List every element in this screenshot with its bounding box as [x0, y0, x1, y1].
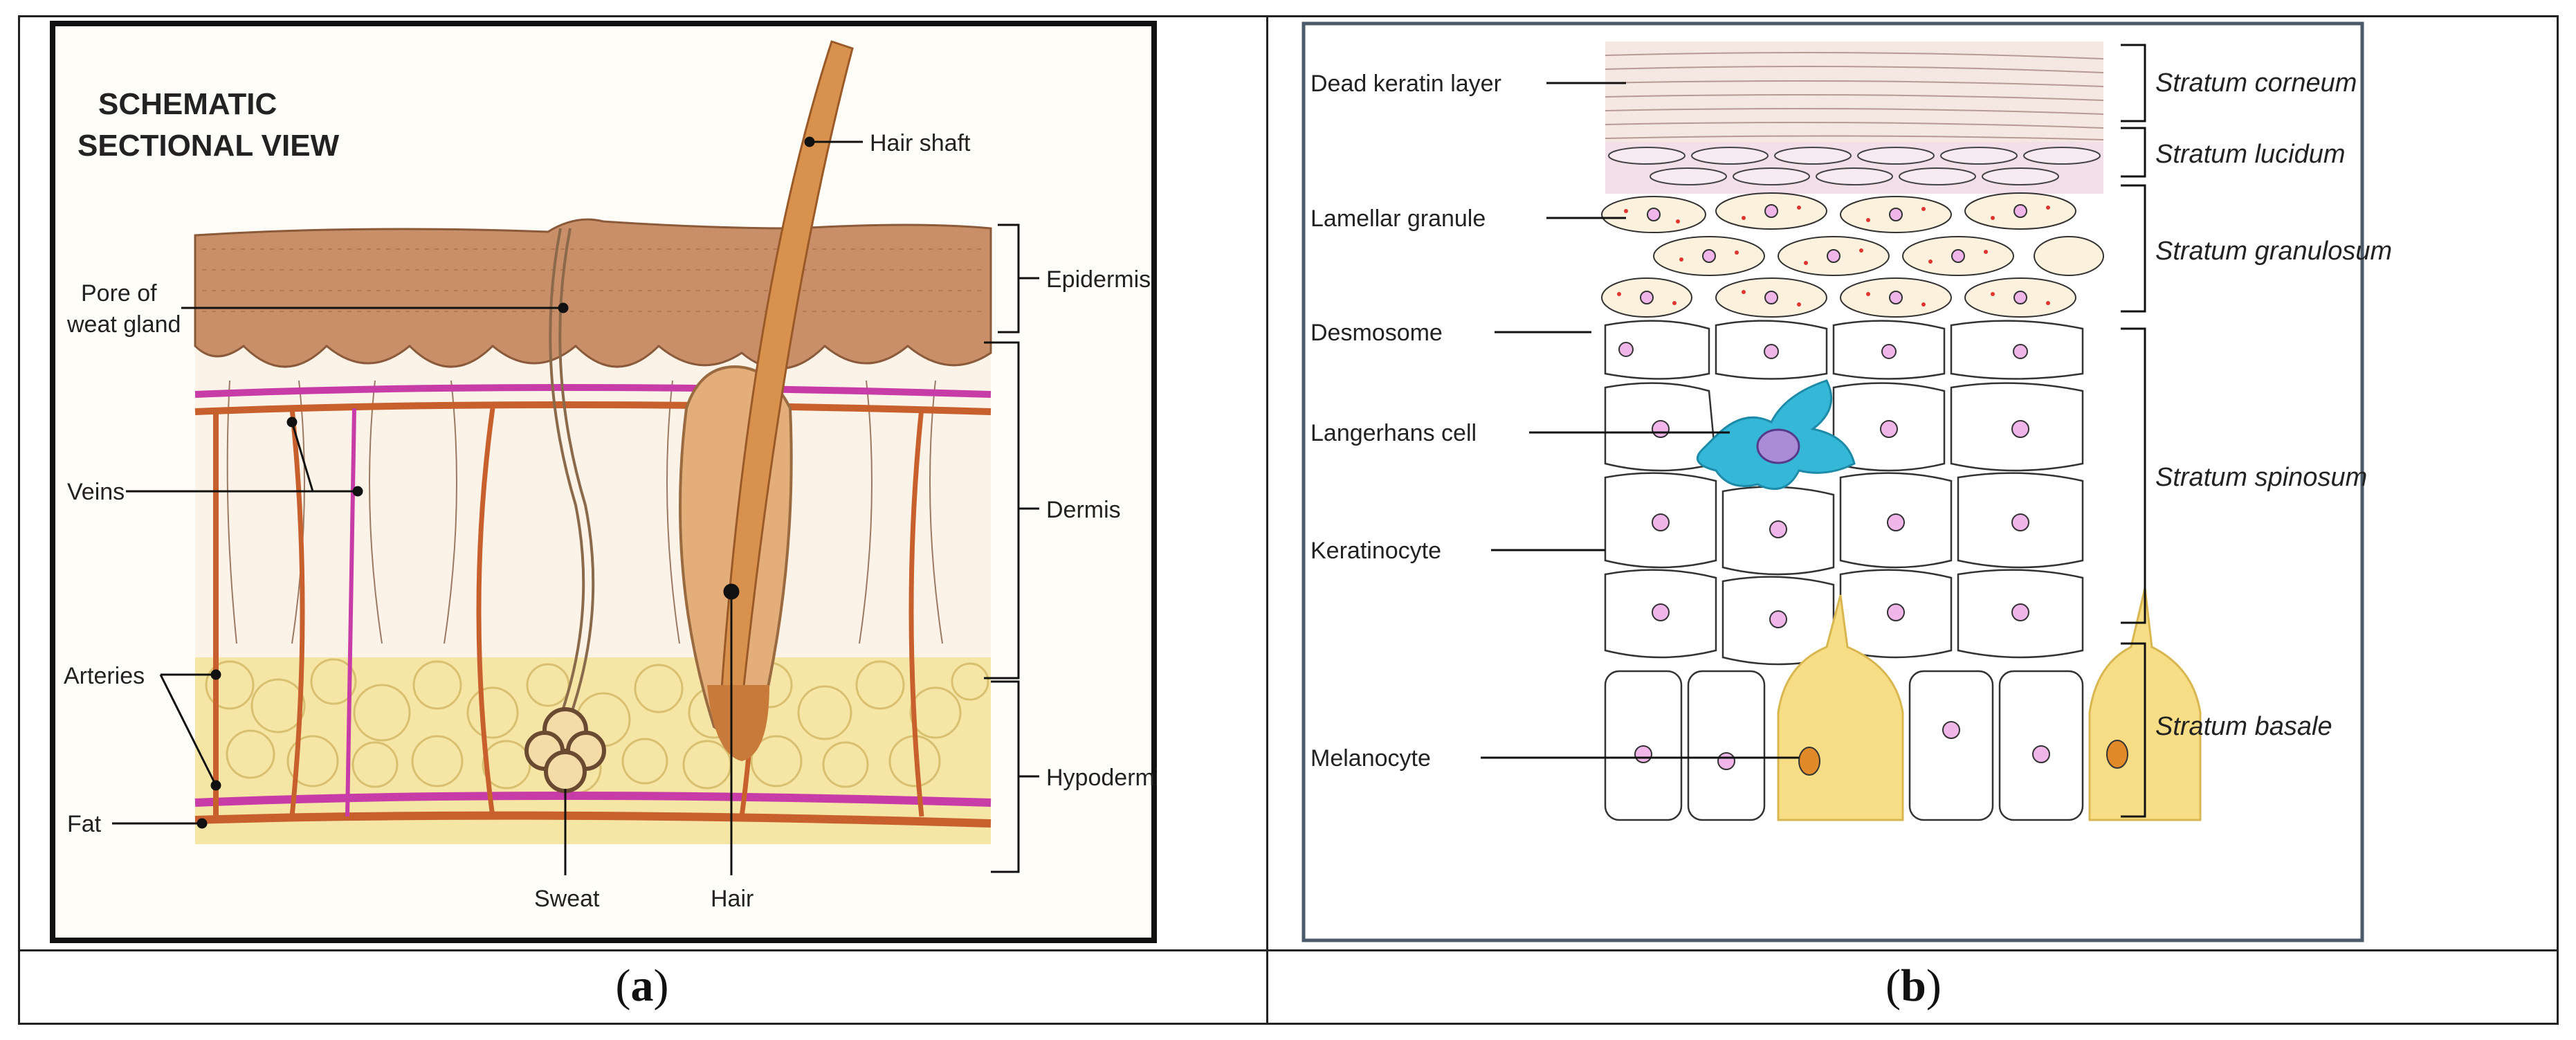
caption-a: (a) [615, 960, 669, 1011]
label-pore-line2: weat gland [66, 311, 181, 338]
label-stratum-basale: Stratum basale [2155, 712, 2332, 741]
spinosum-nuclei [1618, 342, 2029, 628]
sweat-gland-coil [524, 707, 606, 793]
caption-a-letter: a [630, 960, 654, 1011]
melanocyte-nuclei [1798, 740, 2128, 776]
label-dermis: Dermis [1046, 497, 1121, 523]
vertical-vessel-4 [476, 408, 495, 817]
label-desmosome: Desmosome [1310, 320, 1443, 346]
panel-b-brackets [2121, 44, 2146, 818]
keratin-flakes [1605, 52, 2104, 140]
basale-cells [1604, 670, 2084, 821]
panel-a-leaders [112, 136, 863, 875]
langerhans-nucleus [1756, 428, 1800, 464]
caption-b-letter: b [1901, 960, 1926, 1011]
label-fat: Fat [67, 811, 102, 837]
panel-a-title-line1: SCHEMATIC [98, 87, 277, 121]
dermis-region [195, 332, 991, 713]
pink-vessel-lower [194, 792, 992, 807]
column-divider [1266, 15, 1268, 1025]
epidermis-texture [202, 248, 984, 312]
dermal-fibers [226, 380, 943, 644]
vertical-vessel-3 [345, 408, 356, 817]
label-epidermis: Epidermis [1046, 266, 1151, 293]
label-stratum-lucidum: Stratum lucidum [2155, 140, 2346, 169]
panel-a-title-line2: SECTIONAL VIEW [77, 129, 340, 163]
label-melanocyte: Melanocyte [1310, 745, 1431, 772]
label-hair: Hair [711, 886, 753, 912]
label-arteries: Arteries [64, 663, 145, 689]
lamellar-granules [1617, 206, 2050, 307]
orange-vessel-lower [194, 811, 992, 828]
caption-divider [18, 949, 2559, 951]
label-stratum-spinosum: Stratum spinosum [2155, 463, 2367, 492]
hair-bulb [707, 685, 769, 761]
label-veins: Veins [67, 479, 125, 505]
epidermis-layer [194, 218, 992, 370]
panel-b-leaders [1481, 82, 1799, 759]
label-keratinocyte: Keratinocyte [1310, 538, 1441, 564]
panel-a-skin-section: SCHEMATIC SECTIONAL VIEW Hair shaft Pore… [50, 21, 1157, 943]
label-hypodermis: Hypodermis [1046, 765, 1157, 791]
label-hair-shaft: Hair shaft [870, 130, 971, 156]
spinosum-cells [1604, 320, 2084, 666]
caption-b: (b) [1885, 960, 1942, 1011]
label-stratum-granulosum: Stratum granulosum [2155, 237, 2392, 266]
label-pore-line1: Pore of [81, 280, 157, 307]
label-dead-keratin: Dead keratin layer [1310, 71, 1501, 97]
panel-a-brackets [984, 223, 1039, 873]
lucidum-cells [1608, 147, 2101, 185]
sweat-duct [549, 228, 585, 713]
label-langerhans: Langerhans cell [1310, 420, 1477, 446]
vertical-vessel-2 [289, 408, 305, 817]
panel-b-epidermis-layers: Dead keratin layer Lamellar granule Desm… [1301, 21, 2392, 942]
label-sweat: Sweat [534, 886, 600, 912]
label-lamellar-granule: Lamellar granule [1310, 206, 1486, 232]
granulosum-nuclei [1640, 204, 2027, 304]
vertical-vessel-6 [908, 408, 924, 817]
label-stratum-corneum: Stratum corneum [2155, 69, 2357, 98]
figure-frame [18, 15, 2559, 1025]
